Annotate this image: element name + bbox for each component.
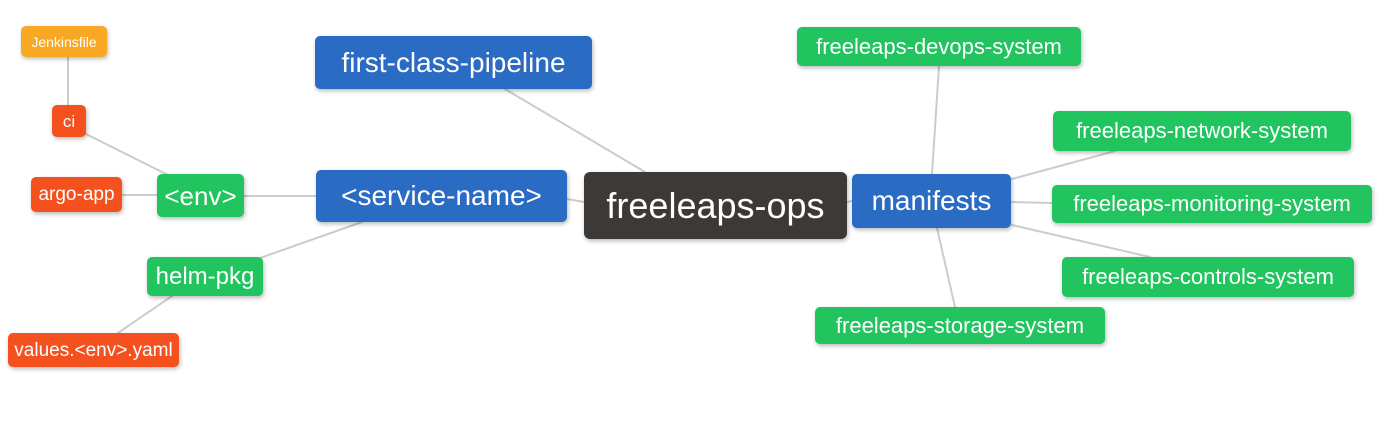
- node-env[interactable]: <env>: [157, 174, 244, 217]
- edge-service-name-freeleaps-ops: [566, 198, 585, 203]
- edge-ci-env: [83, 132, 173, 178]
- edge-values-helm-pkg: [117, 295, 173, 334]
- edge-pipeline-freeleaps-ops: [504, 88, 646, 173]
- edge-manifests-storage: [936, 227, 956, 308]
- edge-manifests-monitoring: [1011, 201, 1053, 204]
- node-freeleaps-controls-system[interactable]: freeleaps-controls-system: [1062, 257, 1354, 297]
- node-first-class-pipeline[interactable]: first-class-pipeline: [315, 36, 592, 89]
- node-service-name[interactable]: <service-name>: [316, 170, 567, 222]
- node-freeleaps-devops-system[interactable]: freeleaps-devops-system: [797, 27, 1081, 66]
- node-freeleaps-network-system[interactable]: freeleaps-network-system: [1053, 111, 1351, 151]
- node-freeleaps-storage-system[interactable]: freeleaps-storage-system: [815, 307, 1105, 344]
- node-argo-app[interactable]: argo-app: [31, 177, 122, 212]
- edge-devops-manifests: [931, 65, 940, 175]
- edge-manifests-controls: [1011, 224, 1151, 258]
- node-jenkinsfile[interactable]: Jenkinsfile: [21, 26, 107, 57]
- node-manifests[interactable]: manifests: [852, 174, 1011, 228]
- edge-helm-pkg-service-name: [259, 221, 363, 259]
- node-values-env-yaml[interactable]: values.<env>.yaml: [8, 333, 179, 367]
- edge-manifests-network: [1011, 150, 1116, 180]
- node-freeleaps-monitoring-system[interactable]: freeleaps-monitoring-system: [1052, 185, 1372, 223]
- node-helm-pkg[interactable]: helm-pkg: [147, 257, 263, 296]
- node-ci[interactable]: ci: [52, 105, 86, 137]
- edge-freeleaps-ops-manifests: [846, 200, 853, 203]
- node-freeleaps-ops[interactable]: freeleaps-ops: [584, 172, 847, 239]
